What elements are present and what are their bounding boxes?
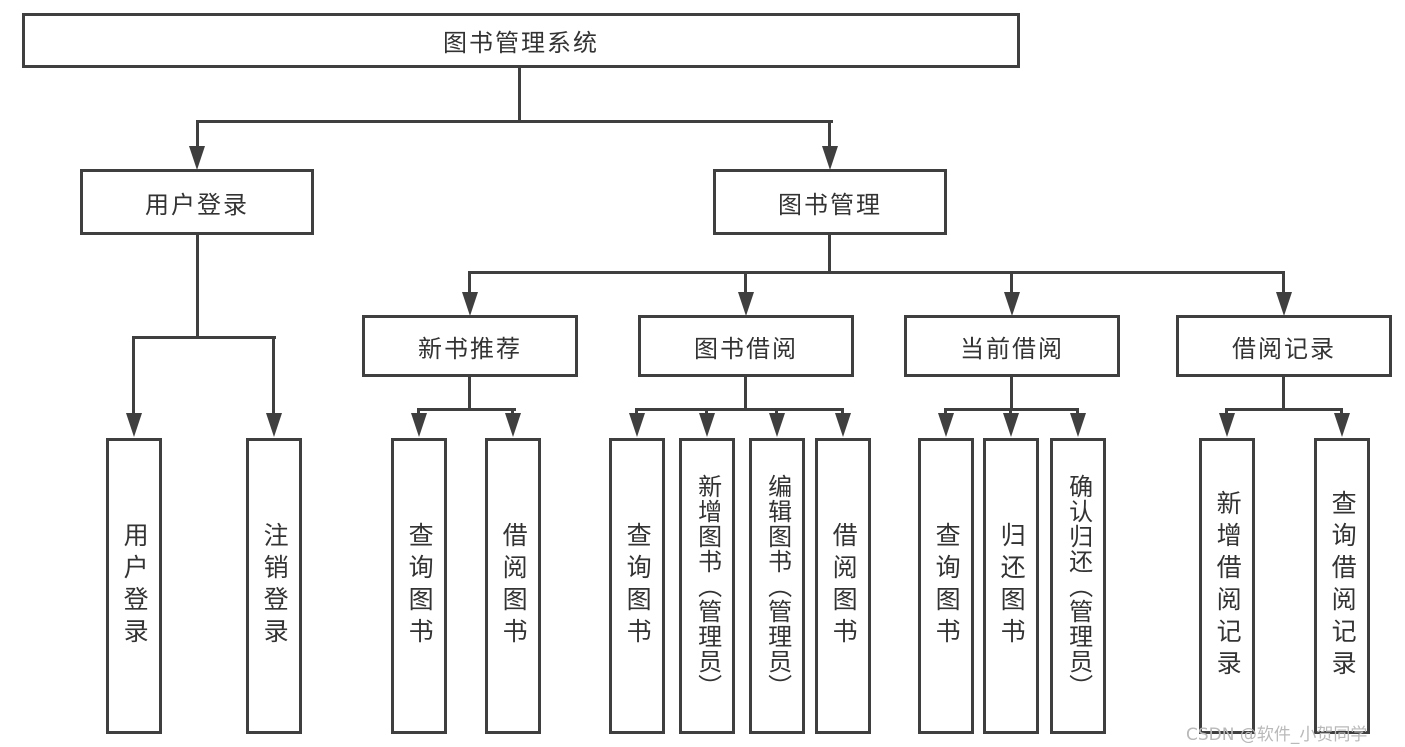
leaf-query-books-recommend-label: 查询图书 — [405, 522, 435, 650]
leaf-query-borrow-record: 查询借阅记录 — [1314, 438, 1370, 734]
connector-newbook-split — [417, 408, 516, 411]
arrow-down-icon — [938, 413, 954, 437]
leaf-add-borrow-record-label: 新增借阅记录 — [1213, 490, 1243, 682]
leaf-query-books-recommend: 查询图书 — [391, 438, 447, 734]
node-user-login: 用户登录 — [80, 169, 314, 235]
node-root-label: 图书管理系统 — [443, 29, 599, 57]
arrow-stem — [744, 271, 747, 295]
connector-currentborrow-stem — [1010, 375, 1013, 411]
connector-bookborrow-split — [635, 408, 844, 411]
leaf-borrow-books-recommend: 借阅图书 — [485, 438, 541, 734]
leaf-add-borrow-record: 新增借阅记录 — [1199, 438, 1255, 734]
connector-level3-split — [468, 271, 1285, 274]
leaf-query-books-borrowing: 查询图书 — [609, 438, 665, 734]
leaf-query-borrow-record-label: 查询借阅记录 — [1328, 490, 1358, 682]
connector-bookborrow-stem — [744, 375, 747, 411]
node-new-book-recommend-label: 新书推荐 — [418, 334, 522, 363]
node-new-book-recommend: 新书推荐 — [362, 315, 578, 377]
leaf-borrow-books-recommend-label: 借阅图书 — [499, 522, 529, 650]
leaf-logout: 注销登录 — [246, 438, 302, 734]
arrow-down-icon — [1004, 292, 1020, 316]
arrow-down-icon — [629, 413, 645, 437]
arrow-stem — [828, 120, 831, 149]
arrow-stem — [511, 408, 514, 417]
leaf-borrow-books-borrowing: 借阅图书 — [815, 438, 871, 734]
arrow-down-icon — [189, 146, 205, 170]
leaf-confirm-return-admin: 确认归还（管理员） — [1050, 438, 1106, 734]
arrow-stem — [944, 408, 947, 417]
connector-userlogin-stem — [196, 233, 199, 338]
node-current-borrowing: 当前借阅 — [904, 315, 1120, 377]
arrow-stem — [1010, 271, 1013, 295]
connector-userlogin-split — [132, 336, 276, 339]
leaf-query-books-current: 查询图书 — [918, 438, 974, 734]
node-user-login-label: 用户登录 — [145, 190, 249, 219]
leaf-query-books-current-label: 查询图书 — [932, 522, 962, 650]
node-book-management-label: 图书管理 — [778, 190, 882, 219]
arrow-stem — [1225, 408, 1228, 417]
arrow-stem — [1282, 271, 1285, 295]
leaf-edit-books-admin: 编辑图书（管理员） — [749, 438, 805, 734]
arrow-down-icon — [266, 413, 282, 437]
arrow-stem — [1009, 408, 1012, 417]
arrow-down-icon — [1219, 413, 1235, 437]
leaf-return-books: 归还图书 — [983, 438, 1039, 734]
arrow-down-icon — [505, 413, 521, 437]
connector-newbook-stem — [468, 375, 471, 411]
connector-records-split — [1225, 408, 1343, 411]
leaf-add-books-admin: 新增图书（管理员） — [679, 438, 735, 734]
leaf-logout-label: 注销登录 — [260, 522, 290, 650]
arrow-down-icon — [769, 413, 785, 437]
leaf-edit-books-admin-label: 编辑图书（管理员） — [763, 473, 792, 699]
arrow-stem — [132, 336, 135, 416]
node-book-borrowing: 图书借阅 — [638, 315, 854, 377]
leaf-confirm-return-admin-label: 确认归还（管理员） — [1064, 473, 1093, 699]
arrow-stem — [775, 408, 778, 417]
arrow-down-icon — [462, 292, 478, 316]
arrow-down-icon — [835, 413, 851, 437]
arrow-stem — [1340, 408, 1343, 417]
arrow-down-icon — [699, 413, 715, 437]
leaf-add-books-admin-label: 新增图书（管理员） — [693, 473, 722, 699]
arrow-down-icon — [1003, 413, 1019, 437]
arrow-down-icon — [1276, 292, 1292, 316]
node-root: 图书管理系统 — [22, 13, 1020, 68]
node-borrowing-records-label: 借阅记录 — [1232, 334, 1336, 363]
arrow-stem — [1076, 408, 1079, 417]
arrow-stem — [841, 408, 844, 417]
node-current-borrowing-label: 当前借阅 — [960, 334, 1064, 363]
leaf-query-books-borrowing-label: 查询图书 — [623, 522, 653, 650]
node-borrowing-records: 借阅记录 — [1176, 315, 1392, 377]
arrow-stem — [705, 408, 708, 417]
connector-root-stem — [518, 67, 521, 123]
arrow-stem — [272, 336, 275, 416]
arrow-stem — [468, 271, 471, 295]
connector-bookmgmt-stem — [828, 233, 831, 273]
leaf-user-login: 用户登录 — [106, 438, 162, 734]
arrow-down-icon — [738, 292, 754, 316]
arrow-down-icon — [1334, 413, 1350, 437]
connector-level1-split — [196, 120, 833, 123]
node-book-borrowing-label: 图书借阅 — [694, 334, 798, 363]
arrow-down-icon — [126, 413, 142, 437]
leaf-borrow-books-borrowing-label: 借阅图书 — [829, 522, 859, 650]
watermark: CSDN @软件_小贺同学 — [1186, 725, 1368, 745]
arrow-down-icon — [1070, 413, 1086, 437]
leaf-user-login-label: 用户登录 — [120, 522, 150, 650]
arrow-down-icon — [411, 413, 427, 437]
arrow-stem — [196, 120, 199, 149]
arrow-down-icon — [822, 146, 838, 170]
leaf-return-books-label: 归还图书 — [997, 522, 1027, 650]
node-book-management: 图书管理 — [713, 169, 947, 235]
arrow-stem — [635, 408, 638, 417]
connector-records-stem — [1282, 375, 1285, 411]
arrow-stem — [417, 408, 420, 417]
